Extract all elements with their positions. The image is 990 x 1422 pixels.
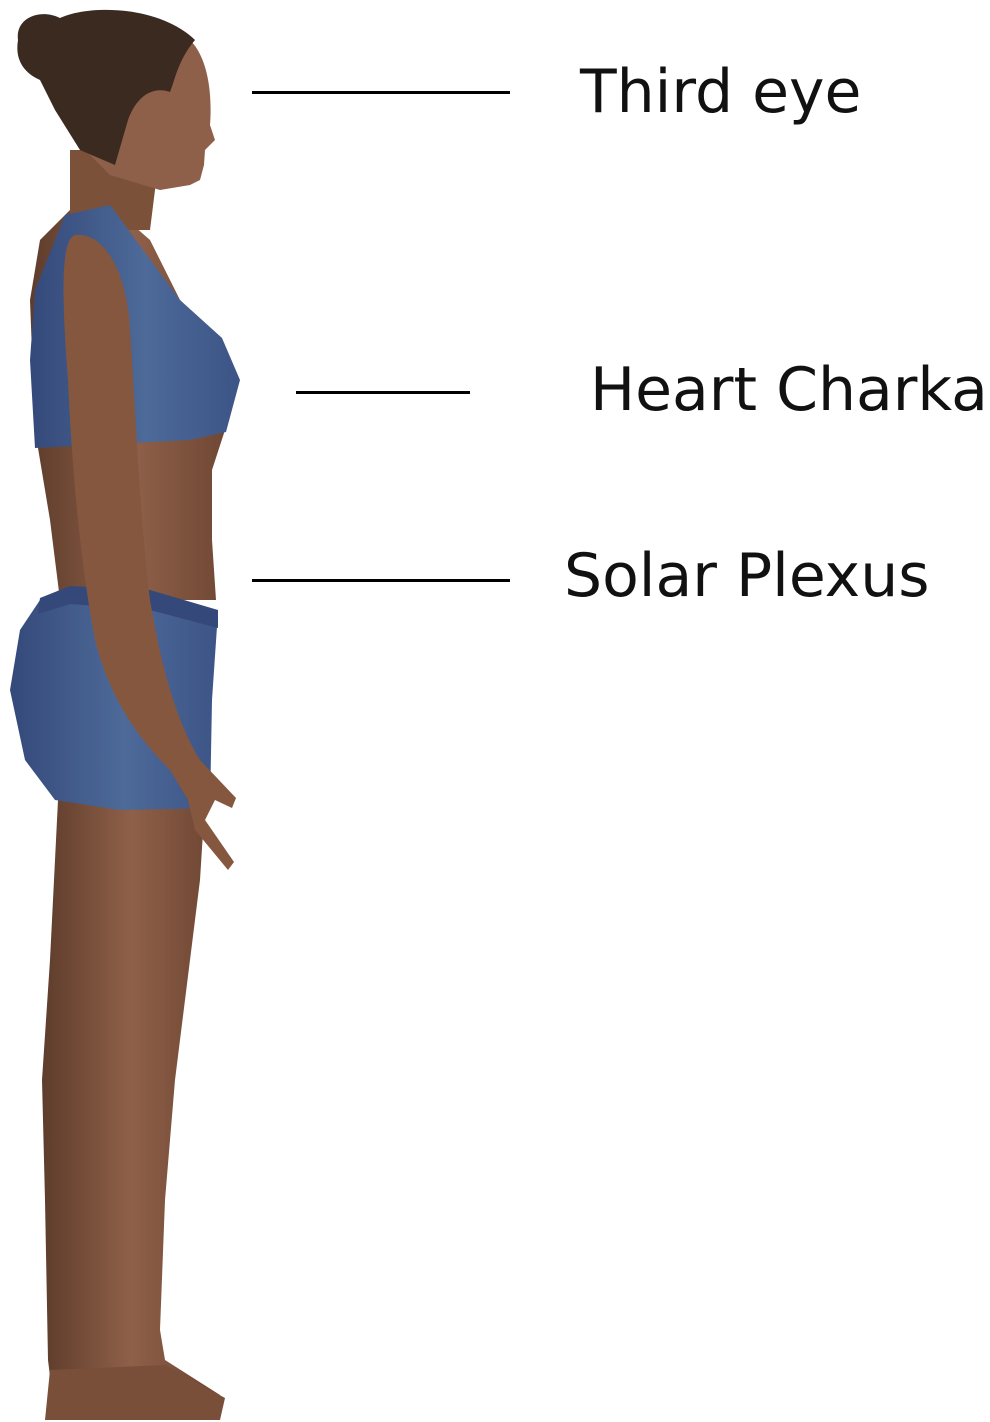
solar-plexus-leader-line (252, 579, 510, 582)
bra (30, 205, 240, 448)
third-eye-leader-line (252, 91, 510, 94)
third-eye-label: Third eye (580, 62, 861, 122)
foot (45, 1365, 225, 1420)
solar-plexus-label: Solar Plexus (564, 546, 929, 606)
heart-chakra-label: Heart Charka (590, 360, 988, 420)
legs (42, 800, 220, 1418)
human-figure-side-view (0, 0, 260, 1422)
heart-leader-line (296, 391, 470, 394)
